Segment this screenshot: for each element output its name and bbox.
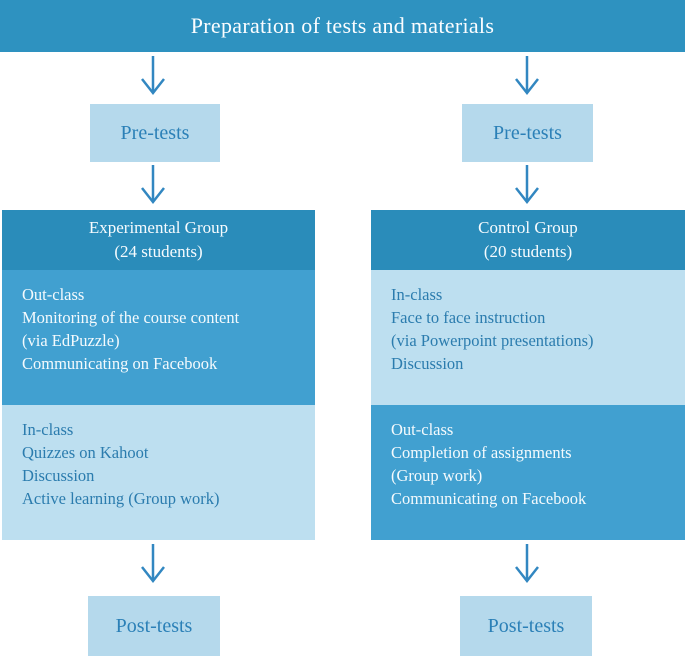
group-size: (20 students): [483, 242, 573, 261]
post-tests-label: Post-tests: [487, 614, 565, 637]
down-arrow-icon: [512, 543, 542, 585]
section-line: Quizzes on Kahoot: [22, 443, 149, 462]
control-group-header: Control Group (20 students): [371, 210, 685, 270]
down-arrow-icon: [512, 55, 542, 97]
section-line: Communicating on Facebook: [391, 489, 587, 508]
pre-tests-label: Pre-tests: [120, 121, 190, 144]
control-in-class-section: In-class Face to face instruction (via P…: [371, 270, 685, 405]
pre-tests-box-control: Pre-tests: [462, 104, 593, 162]
experimental-group-header: Experimental Group (24 students): [2, 210, 315, 270]
section-heading: Out-class: [391, 420, 454, 439]
control-out-class-section: Out-class Completion of assignments (Gro…: [371, 405, 685, 540]
control-group-box: Control Group (20 students) In-class Fac…: [371, 210, 685, 540]
group-name: Experimental Group: [88, 218, 229, 238]
diagram-title-banner: Preparation of tests and materials: [0, 0, 685, 52]
down-arrow-icon: [512, 164, 542, 206]
section-line: Discussion: [22, 466, 95, 485]
down-arrow-icon: [138, 55, 168, 97]
pre-tests-label: Pre-tests: [493, 121, 562, 144]
section-line: (via EdPuzzle): [22, 331, 120, 350]
down-arrow-icon: [138, 543, 168, 585]
section-heading: In-class: [22, 420, 74, 439]
section-line: Face to face instruction: [391, 308, 546, 327]
group-size: (24 students): [114, 242, 203, 261]
pre-tests-box-experimental: Pre-tests: [90, 104, 220, 162]
group-name: Control Group: [478, 218, 578, 238]
section-line: (via Powerpoint presentations): [391, 331, 594, 350]
post-tests-box-experimental: Post-tests: [88, 596, 220, 656]
experimental-in-class-section: In-class Quizzes on Kahoot Discussion Ac…: [2, 405, 315, 540]
section-line: Communicating on Facebook: [22, 354, 218, 373]
post-tests-label: Post-tests: [115, 614, 193, 637]
section-line: Discussion: [391, 354, 464, 373]
section-line: Monitoring of the course content: [22, 308, 240, 327]
diagram-title: Preparation of tests and materials: [190, 13, 495, 38]
down-arrow-icon: [138, 164, 168, 206]
section-line: Active learning (Group work): [22, 489, 220, 508]
post-tests-box-control: Post-tests: [460, 596, 592, 656]
section-line: (Group work): [391, 466, 483, 485]
experimental-out-class-section: Out-class Monitoring of the course conte…: [2, 270, 315, 405]
section-heading: In-class: [391, 285, 443, 304]
section-line: Completion of assignments: [391, 443, 572, 462]
experimental-group-box: Experimental Group (24 students) Out-cla…: [2, 210, 315, 540]
section-heading: Out-class: [22, 285, 85, 304]
